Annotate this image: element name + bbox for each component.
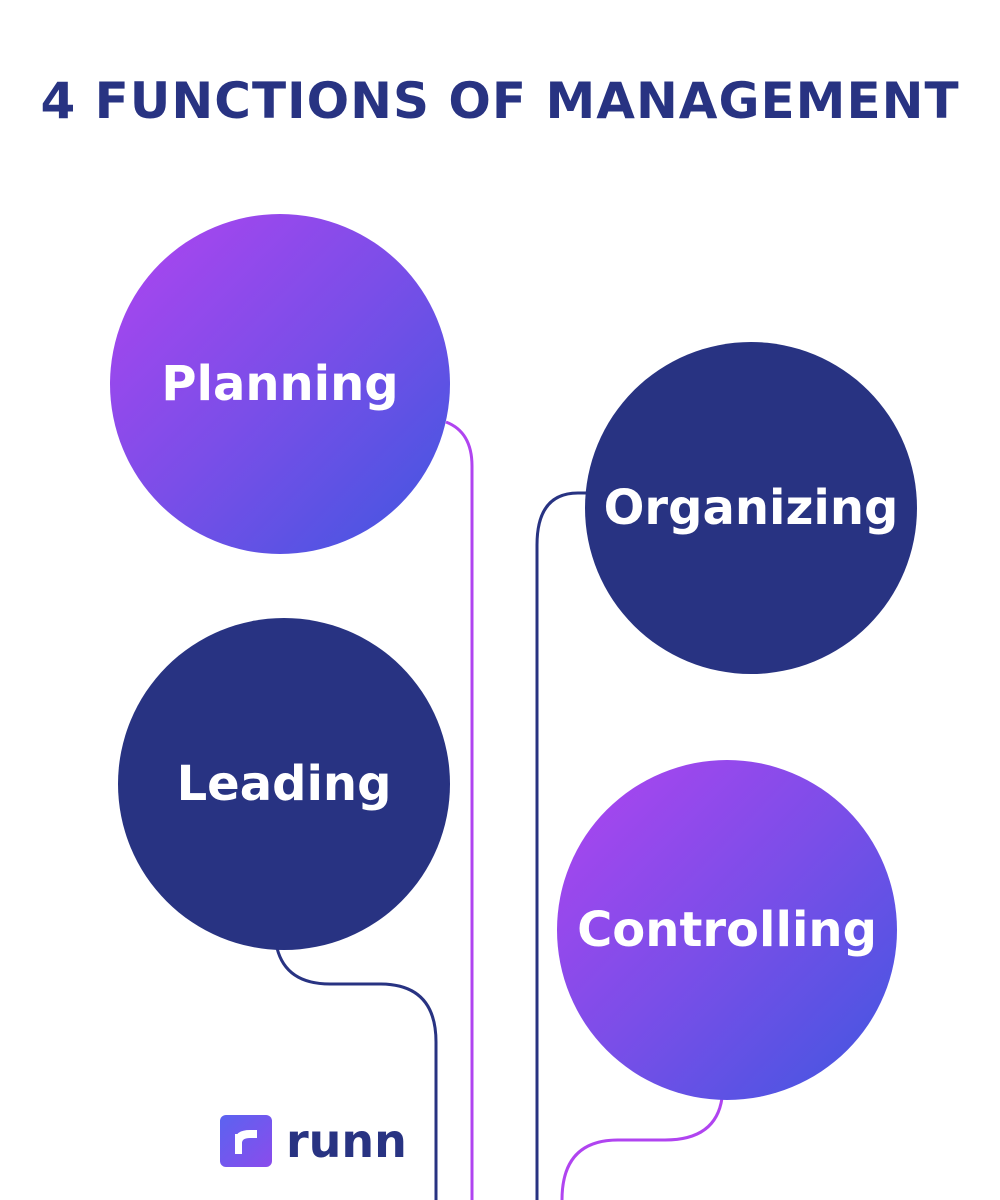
leading-label: Leading [176,756,392,812]
runn-logo: runn [220,1115,407,1167]
controlling-node: Controlling [557,760,897,1100]
leading-connector [275,947,438,1200]
controlling-connector [560,1097,724,1200]
runn-logo-icon [220,1115,272,1167]
leading-node: Leading [118,618,450,950]
organizing-connector [535,491,587,1200]
controlling-label: Controlling [577,902,877,958]
organizing-label: Organizing [603,480,899,536]
planning-connector [445,420,474,1200]
planning-node: Planning [110,214,450,554]
organizing-node: Organizing [585,342,917,674]
diagram-title: 4 FUNCTIONS OF MANAGEMENT [40,72,960,130]
runn-logo-text: runn [286,1114,407,1168]
planning-label: Planning [161,356,399,412]
